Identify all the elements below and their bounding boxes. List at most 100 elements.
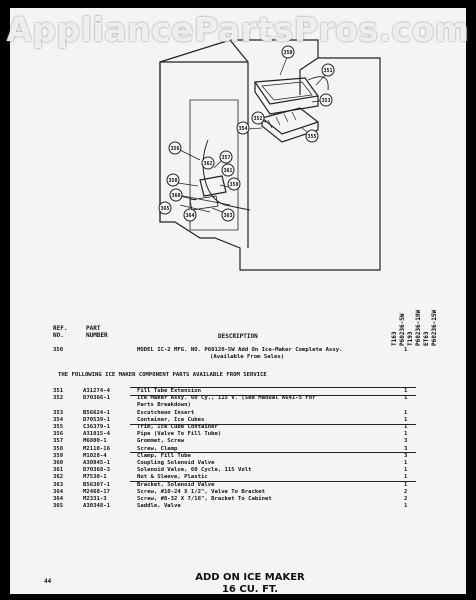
part-ref: 354	[53, 416, 64, 423]
part-qty: 1	[404, 503, 408, 510]
part-number: C36379-1	[83, 424, 110, 430]
model-label: P60236-15W	[431, 309, 438, 346]
part-description: Nut & Sleeve, Plastic	[137, 474, 208, 481]
header-description: DESCRIPTION	[218, 333, 258, 340]
header-ref: REF.NO.	[53, 325, 68, 339]
table-row: Parts Breakdown)	[0, 402, 476, 410]
svg-text:361: 361	[223, 168, 232, 174]
svg-text:358: 358	[168, 178, 177, 184]
callout-360: 360	[169, 188, 183, 202]
table-rule	[130, 423, 416, 425]
callout-365: 365	[158, 201, 172, 215]
svg-text:353: 353	[321, 98, 330, 104]
solenoid-valve-shape	[199, 175, 227, 197]
part-number: M2331-3	[83, 496, 107, 502]
svg-text:364: 364	[185, 213, 194, 219]
callout-355: 355	[305, 129, 319, 143]
part-number: B56307-1	[83, 481, 110, 488]
part-ref: 364	[53, 488, 64, 495]
part-description: Escutcheon Insert	[137, 409, 195, 416]
table-rule	[130, 452, 416, 454]
callout-357: 357	[219, 150, 233, 164]
part-number: D70368-3	[83, 467, 110, 474]
component-subheading: THE FOLLOWING ICE MAKER COMPONENT PARTS …	[58, 372, 267, 378]
watermark: AppliancePartsPros.com	[6, 10, 470, 49]
table-rule	[130, 387, 416, 388]
part-qty: 1	[404, 388, 408, 394]
part-description: Screw, #10-24 X 1/2", Valve To Bracket	[137, 488, 265, 495]
part-description: Fill Tube Extension	[137, 388, 201, 394]
part-ref: 351	[53, 388, 64, 394]
callout-359: 359	[227, 177, 241, 191]
part-ref: 352	[53, 395, 64, 402]
model-label: P60236-10W	[415, 309, 422, 346]
part-number: A31274-4	[83, 388, 110, 394]
svg-text:355: 355	[307, 134, 316, 140]
part-description: Clamp, Fill Tube	[137, 452, 191, 459]
part-qty: 2	[404, 488, 408, 495]
svg-text:352: 352	[253, 116, 262, 122]
part-ref: 355	[53, 424, 64, 430]
svg-text:354: 354	[238, 126, 247, 132]
svg-text:363: 363	[223, 213, 232, 219]
part-ref: 359	[53, 452, 64, 459]
part-number: D70366-1	[83, 395, 110, 402]
cabinet-outline	[159, 39, 381, 271]
svg-text:359: 359	[229, 182, 238, 188]
part-number: M2110-16	[83, 445, 110, 452]
model-list: T163 P60236-5W T193 P60236-10W ET63 P602…	[391, 300, 452, 346]
part-qty: 2	[404, 496, 408, 502]
callout-353: 353	[319, 93, 333, 107]
part-description: Container, Ice Cubes	[137, 416, 205, 423]
callout-350: 350	[281, 45, 295, 59]
model-label: T193	[407, 331, 414, 346]
part-number: M1028-4	[83, 452, 107, 459]
svg-text:362: 362	[203, 161, 212, 167]
model-label: P60236-5W	[399, 313, 406, 346]
assembly-ref: 350	[53, 347, 64, 353]
part-number: A31015-4	[83, 431, 110, 438]
page-number: 44	[44, 578, 52, 585]
part-description: Saddle, Valve	[137, 503, 181, 510]
svg-text:357: 357	[221, 155, 230, 161]
part-qty: 1	[404, 481, 408, 488]
part-qty: 3	[404, 445, 408, 452]
callout-362: 362	[201, 156, 215, 170]
footer-title: ADD ON ICE MAKER	[195, 572, 305, 583]
svg-text:365: 365	[160, 206, 169, 212]
table-row: 359 M1028-4 Clamp, Fill Tube 3	[0, 453, 476, 461]
part-description: Coupling Solenoid Valve	[137, 460, 215, 466]
part-description: Solenoid Valve, 60 Cycle, 115 Volt	[137, 467, 252, 474]
part-ref: 357	[53, 438, 64, 445]
table-rule	[130, 481, 416, 483]
part-ref: 360	[53, 460, 64, 466]
assembly-note: (Available From Sales)	[210, 354, 285, 360]
table-rule	[130, 394, 416, 396]
callout-361: 361	[221, 163, 235, 177]
footer-subtitle: 16 CU. FT.	[221, 584, 279, 595]
part-description: Pipe (Valve To Fill Tube)	[137, 431, 222, 438]
part-qty: 1	[404, 460, 408, 466]
part-qty: 1	[404, 431, 408, 438]
part-number: D70539-1	[83, 416, 110, 423]
model-label: T163	[391, 331, 398, 346]
part-ref: 358	[53, 445, 64, 452]
assembly-desc: MODEL IC-2 MFG. NO. P60120-5W Add On Ice…	[137, 347, 343, 353]
part-number: M2460-17	[83, 488, 110, 495]
svg-text:356: 356	[170, 146, 179, 152]
part-description: Grommet, Screw	[137, 438, 185, 445]
part-description: Parts Breakdown)	[137, 402, 191, 409]
part-qty: 3	[404, 452, 408, 459]
svg-text:350: 350	[283, 50, 292, 56]
part-qty: 1	[404, 395, 408, 402]
assembly-note-row: (Available From Sales)	[0, 354, 476, 362]
